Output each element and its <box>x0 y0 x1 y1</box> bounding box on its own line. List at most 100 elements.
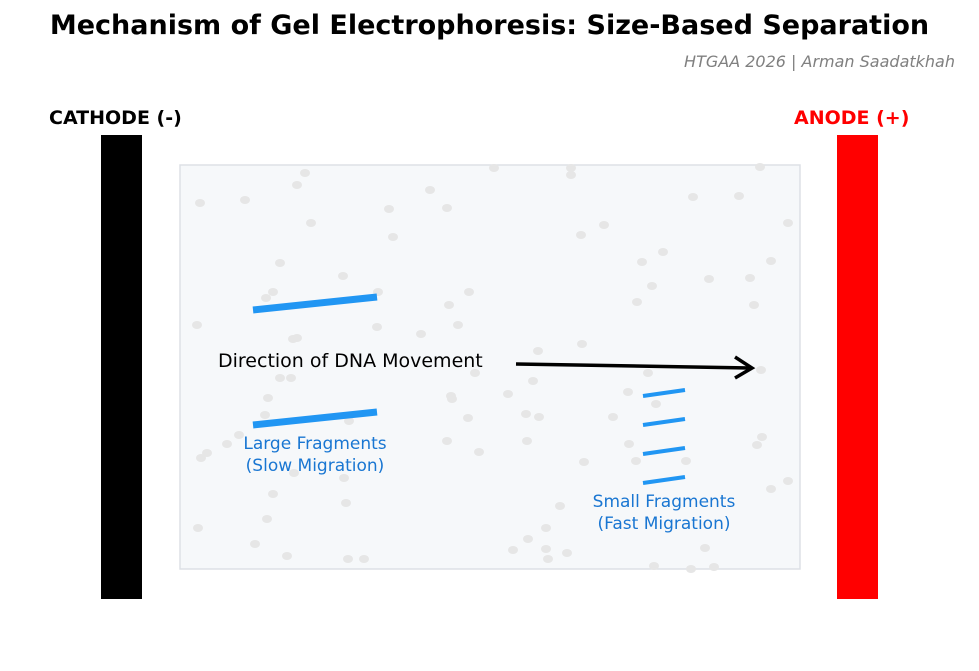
anode-label: ANODE (+) <box>794 107 910 129</box>
large-fragments-label: Large Fragments <box>243 434 386 454</box>
gel-particle <box>647 282 657 290</box>
gel-particle <box>195 199 205 207</box>
large-fragment-band-bottom <box>252 408 378 429</box>
gel-particle <box>341 499 351 507</box>
gel-particle <box>416 330 426 338</box>
gel-particle <box>543 555 553 563</box>
gel-particle <box>282 552 292 560</box>
gel-particle <box>463 414 473 422</box>
gel-particle <box>372 323 382 331</box>
gel-particle <box>623 388 633 396</box>
cathode-label: CATHODE (-) <box>49 107 182 129</box>
gel-particle <box>700 544 710 552</box>
diagram-title: Mechanism of Gel Electrophoresis: Size-B… <box>49 10 930 41</box>
gel-particle <box>263 394 273 402</box>
gel-particle <box>756 366 766 374</box>
gel-particle <box>686 565 696 573</box>
gel-particle <box>359 555 369 563</box>
gel-particle <box>523 535 533 543</box>
gel-particle <box>388 233 398 241</box>
gel-particle <box>240 196 250 204</box>
gel-particle <box>453 321 463 329</box>
gel-particle <box>261 294 271 302</box>
diagram-subtitle: HTGAA 2026 | Arman Saadatkhah <box>684 52 955 71</box>
gel-particle <box>444 301 454 309</box>
gel-particle <box>442 437 452 445</box>
gel-particle <box>576 231 586 239</box>
arrow-head-icon <box>734 355 756 380</box>
gel-particle <box>528 377 538 385</box>
gel-particle <box>202 449 212 457</box>
large-fragment-band-top <box>252 293 378 314</box>
gel-particle <box>306 219 316 227</box>
gel-particle <box>521 410 531 418</box>
direction-label: Direction of DNA Movement <box>218 350 483 372</box>
direction-arrow <box>515 362 751 370</box>
gel-particle <box>275 259 285 267</box>
gel-particle <box>343 555 353 563</box>
gel-particle <box>632 298 642 306</box>
gel-particle <box>709 563 719 571</box>
gel-particle <box>651 400 661 408</box>
gel-particle <box>292 181 302 189</box>
gel-particle <box>339 474 349 482</box>
gel-particle <box>624 440 634 448</box>
gel-particle <box>260 411 270 419</box>
small-fragments-sublabel: (Fast Migration) <box>598 514 731 534</box>
gel-particle <box>608 413 618 421</box>
gel-particle <box>541 524 551 532</box>
gel-particle <box>566 171 576 179</box>
small-fragment-band <box>642 388 686 398</box>
gel-particle <box>643 369 653 377</box>
gel-particle <box>681 457 691 465</box>
gel-particle <box>196 454 206 462</box>
gel-particle <box>631 457 641 465</box>
gel-particle <box>474 448 484 456</box>
gel-particle <box>534 413 544 421</box>
gel-particle <box>566 164 576 172</box>
gel-particle <box>533 347 543 355</box>
gel-particle <box>555 502 565 510</box>
gel-particle <box>384 205 394 213</box>
gel-particle <box>749 301 759 309</box>
gel-particle <box>766 485 776 493</box>
gel-particle <box>193 524 203 532</box>
gel-particle <box>508 546 518 554</box>
gel-particle <box>489 164 499 172</box>
gel-particle <box>338 272 348 280</box>
gel-particle <box>268 490 278 498</box>
gel-particle <box>292 334 302 342</box>
gel-particle <box>637 258 647 266</box>
gel-particle <box>541 545 551 553</box>
gel-particles <box>192 163 793 573</box>
gel-particle <box>425 186 435 194</box>
cathode-electrode <box>101 135 142 599</box>
gel-particle <box>286 374 296 382</box>
gel-particle <box>503 390 513 398</box>
gel-particle <box>442 204 452 212</box>
small-fragment-band <box>642 446 686 456</box>
gel-particle <box>757 433 767 441</box>
gel-particle <box>599 221 609 229</box>
gel-particle <box>222 440 232 448</box>
gel-particle <box>783 477 793 485</box>
small-fragment-band <box>642 417 686 427</box>
gel-particle <box>752 441 762 449</box>
anode-electrode <box>837 135 878 599</box>
gel-particle <box>470 369 480 377</box>
gel-particle <box>262 515 272 523</box>
gel-particle <box>344 417 354 425</box>
gel-particle <box>562 549 572 557</box>
gel-particle <box>688 193 698 201</box>
gel-particle <box>658 248 668 256</box>
gel-particle <box>734 192 744 200</box>
gel-particle <box>192 321 202 329</box>
gel-particle <box>579 458 589 466</box>
gel-particle <box>745 274 755 282</box>
gel-particle <box>783 219 793 227</box>
gel-particle <box>275 374 285 382</box>
gel-particle <box>755 163 765 171</box>
gel-particle <box>522 437 532 445</box>
gel-particle <box>704 275 714 283</box>
